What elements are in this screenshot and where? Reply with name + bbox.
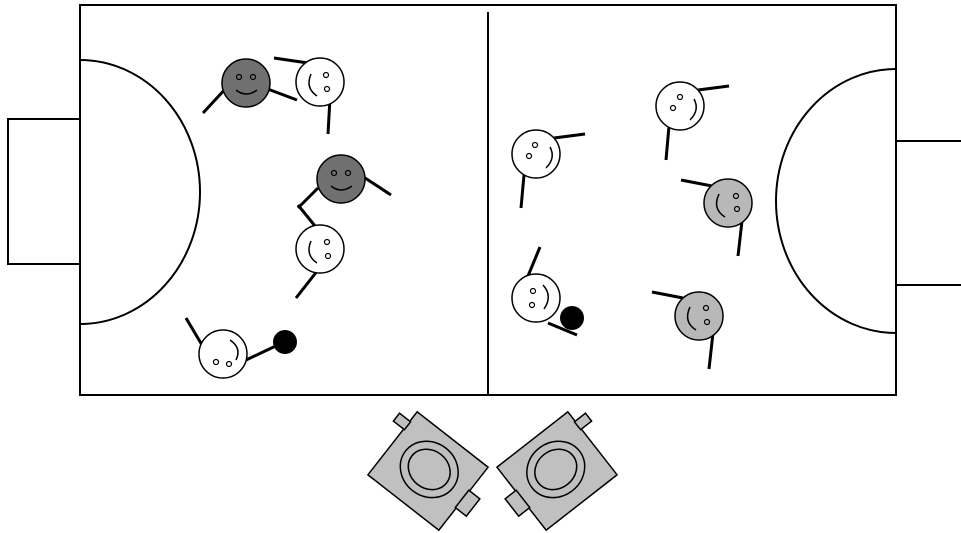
right-goal-area	[775, 68, 897, 334]
player-white-5	[655, 81, 730, 161]
player-white-3	[184, 317, 281, 379]
camera-right-icon	[495, 410, 619, 532]
player-mid-1	[680, 178, 753, 257]
ball-right	[560, 306, 584, 330]
player-white-6	[511, 246, 578, 337]
ball-left	[273, 330, 297, 354]
player-dark-1	[201, 58, 298, 115]
camera-left-icon	[366, 410, 490, 532]
player-dark-2	[296, 154, 392, 210]
left-goal	[7, 118, 81, 265]
player-white-2	[294, 204, 345, 299]
player-white-4	[511, 129, 586, 209]
right-goal	[895, 140, 961, 286]
player-mid-2	[651, 290, 724, 370]
left-goal-area	[79, 59, 201, 325]
player-white-1	[273, 56, 345, 135]
